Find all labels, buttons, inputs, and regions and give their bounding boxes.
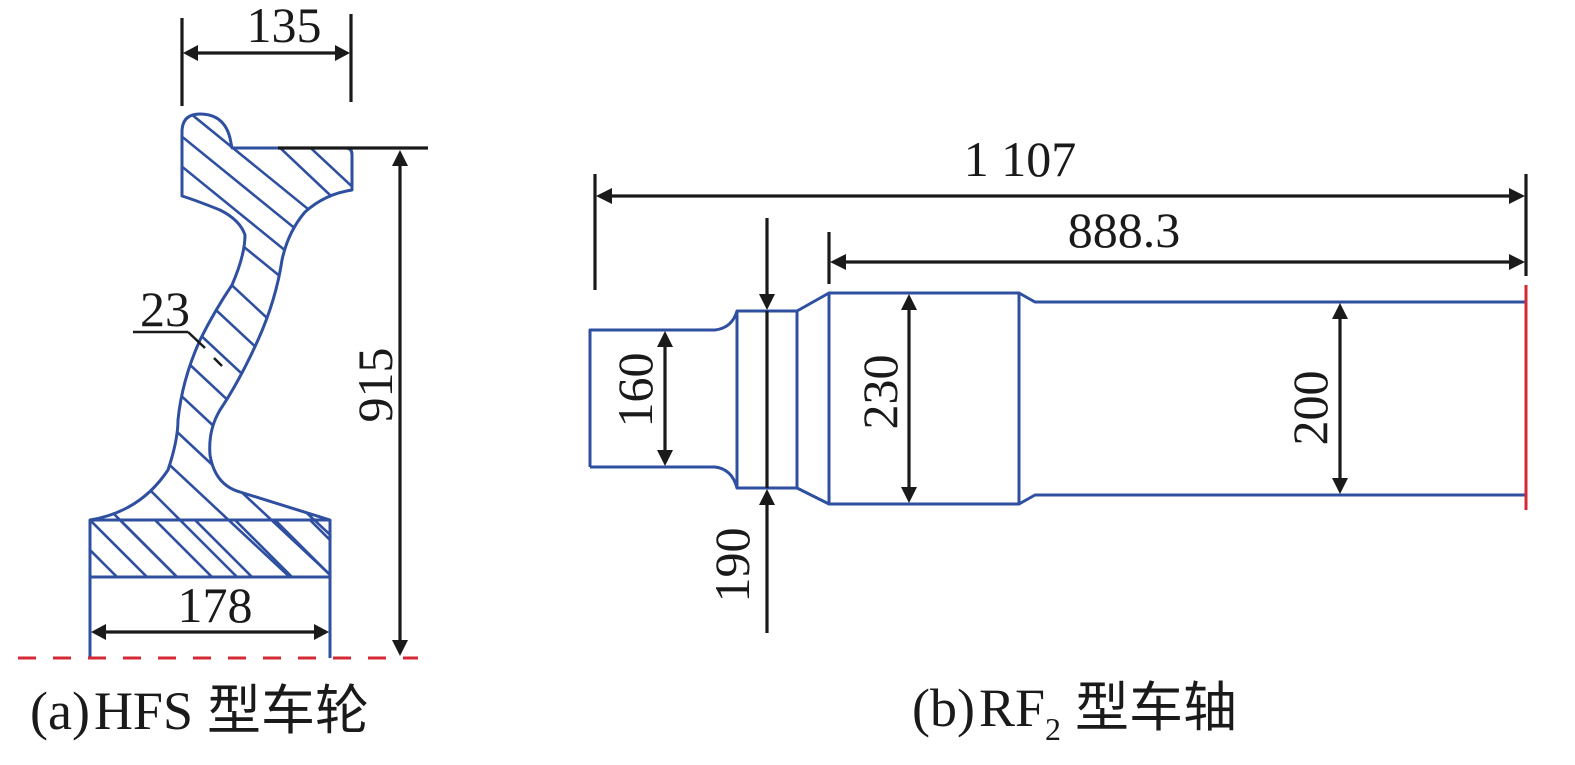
dim-label-160: 160 [607, 353, 663, 428]
caption-wheel-prefix: (a) [30, 681, 90, 741]
caption-axle-prefix: (b) [912, 678, 975, 738]
axle-section [588, 285, 1528, 510]
dimension-190: 190 [704, 218, 775, 633]
dimension-23: 23 [133, 281, 223, 367]
dimension-230: 230 [852, 294, 917, 503]
dim-label-1107: 1 107 [964, 131, 1077, 187]
caption-wheel-type: 型车轮 [207, 681, 369, 741]
dimension-915: 915 [278, 146, 428, 656]
caption-wheel-model: HFS [94, 681, 193, 741]
dimension-178: 178 [91, 577, 329, 640]
dim-label-230: 230 [852, 355, 908, 430]
axle-taper-right [1018, 291, 1525, 506]
dimension-1107: 1 107 [593, 131, 1528, 290]
dim-label-178: 178 [178, 577, 253, 633]
dim-label-888-3: 888.3 [1068, 202, 1181, 258]
axle-taper-left [796, 291, 830, 506]
dim-label-135: 135 [247, 0, 322, 53]
caption-axle-type: 型车轴 [1075, 678, 1237, 738]
dimension-135: 135 [180, 0, 353, 106]
caption-axle-model: RF [979, 678, 1045, 738]
dimension-200: 200 [1282, 303, 1348, 494]
wheel-outline [88, 112, 354, 579]
axle-wheel-seat [827, 291, 1021, 506]
dimension-888-3: 888.3 [827, 202, 1525, 284]
caption-axle: (b)RF2 型车轴 [912, 678, 1237, 747]
dimension-160: 160 [607, 331, 673, 466]
dim-label-915: 915 [347, 348, 403, 423]
dim-label-190: 190 [704, 528, 760, 603]
caption-axle-subscript: 2 [1045, 711, 1061, 747]
hub-hatching [90, 520, 330, 577]
dim-label-200: 200 [1282, 371, 1338, 446]
dim-label-23: 23 [140, 281, 190, 337]
